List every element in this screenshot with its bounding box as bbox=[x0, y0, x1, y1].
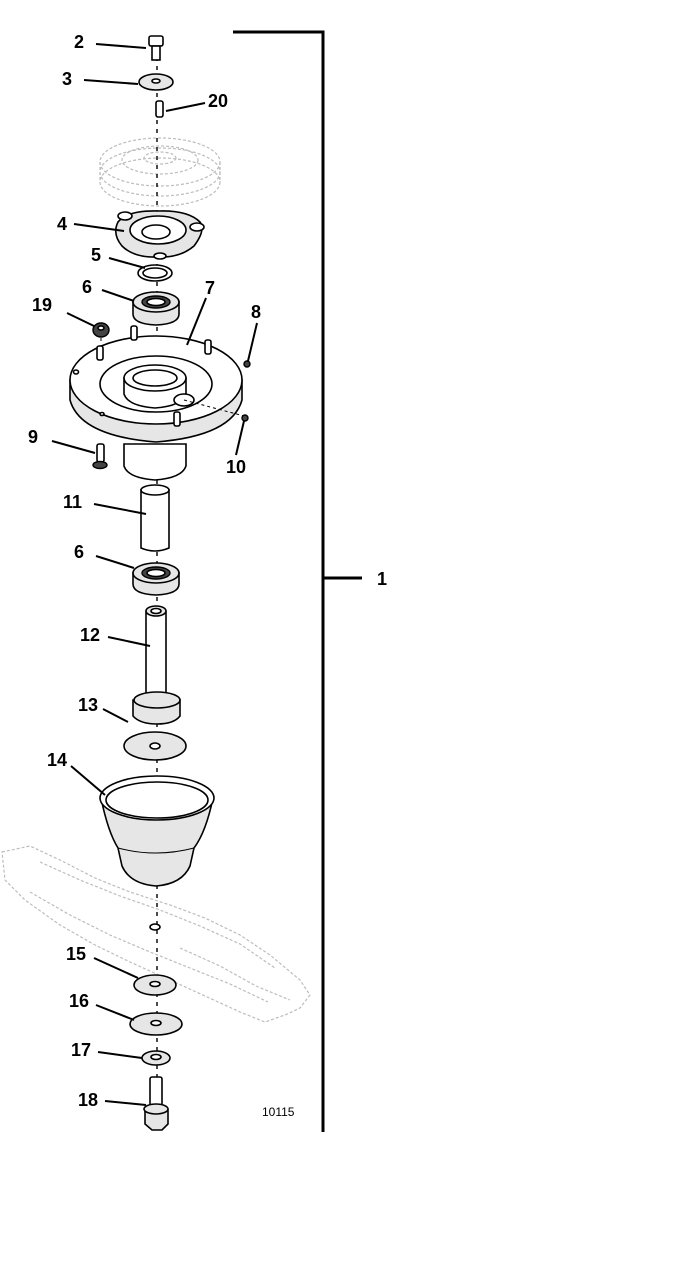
bearing-part-6-lower bbox=[132, 562, 180, 596]
spacer-tube-part-11 bbox=[140, 484, 170, 552]
callout-18: 18 bbox=[78, 1090, 98, 1110]
bearing-part-6-upper bbox=[132, 291, 180, 326]
blade-outline bbox=[1, 845, 311, 1023]
retaining-ring-part-5 bbox=[137, 264, 173, 282]
flange-housing-part-4 bbox=[114, 210, 205, 260]
callout-14: 14 bbox=[47, 750, 67, 770]
washer-part-16 bbox=[129, 1012, 183, 1036]
assembly-bracket bbox=[233, 30, 362, 1132]
callout-8: 8 bbox=[251, 302, 261, 322]
callout-assembly-1: 1 bbox=[377, 569, 387, 589]
callout-3: 3 bbox=[62, 69, 72, 89]
callout-labels: 2 3 20 4 5 6 7 19 8 9 10 11 6 12 13 14 1… bbox=[28, 32, 387, 1119]
callout-11: 11 bbox=[63, 492, 82, 512]
washer-part-13 bbox=[123, 731, 187, 761]
callout-19: 19 bbox=[32, 295, 52, 315]
callout-20: 20 bbox=[208, 91, 228, 111]
bolt-part-2 bbox=[148, 35, 164, 61]
callout-7: 7 bbox=[205, 278, 215, 298]
callout-12: 12 bbox=[80, 625, 100, 645]
callout-10: 10 bbox=[226, 457, 246, 477]
fitting-part-10 bbox=[241, 414, 249, 422]
callout-6-lower: 6 bbox=[74, 542, 84, 562]
callout-6-upper: 6 bbox=[82, 277, 92, 297]
callout-16: 16 bbox=[69, 991, 89, 1011]
callout-5: 5 bbox=[91, 245, 101, 265]
spindle-shaft-part-12 bbox=[132, 605, 181, 725]
washer-part-3 bbox=[138, 73, 174, 91]
carriage-bolt-part-9 bbox=[92, 443, 108, 470]
spindle-housing-part-7 bbox=[69, 325, 245, 481]
hex-bolt-part-18 bbox=[143, 1076, 169, 1131]
pulley-outline bbox=[99, 137, 221, 207]
callout-17: 17 bbox=[71, 1040, 91, 1060]
figure-id: 10115 bbox=[262, 1105, 295, 1119]
callout-2: 2 bbox=[74, 32, 84, 52]
leader-lines bbox=[51, 43, 258, 1106]
blade-cup-part-14 bbox=[99, 775, 215, 931]
callout-13: 13 bbox=[78, 695, 98, 715]
callout-9: 9 bbox=[28, 427, 38, 447]
pin-part-20 bbox=[155, 100, 164, 118]
callout-15: 15 bbox=[66, 944, 86, 964]
grease-fitting-part-8 bbox=[243, 360, 251, 368]
lock-washer-part-17 bbox=[141, 1050, 171, 1066]
callout-4: 4 bbox=[57, 214, 67, 234]
washer-part-15 bbox=[133, 974, 177, 996]
